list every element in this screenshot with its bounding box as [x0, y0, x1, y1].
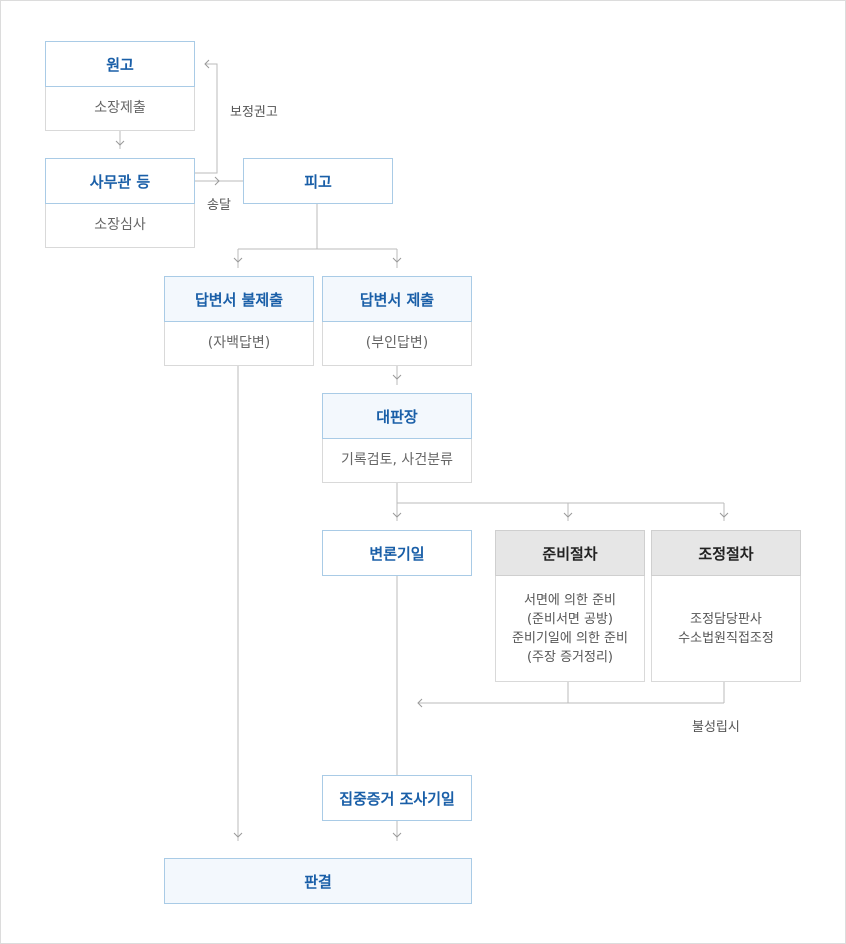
judge-box-desc: 기록검토, 사건분류	[322, 439, 472, 483]
correction-label: 보정권고	[230, 105, 278, 120]
judgment-box-title: 판결	[164, 858, 472, 904]
chevron-down-icon	[392, 374, 402, 380]
prep-desc-line: (준비서면 공방)	[526, 611, 614, 627]
connector-correction-loop	[195, 63, 218, 174]
chevron-down-icon	[392, 832, 402, 838]
chevron-down-icon	[563, 512, 573, 518]
chevron-down-icon	[233, 257, 243, 263]
chevron-down-icon	[392, 257, 402, 263]
clerk-box-title: 사무관 등	[45, 158, 195, 204]
pleading-box-title: 변론기일	[322, 530, 472, 576]
mediation-box-title: 조정절차	[651, 530, 801, 576]
evidence-box-title: 집중증거 조사기일	[322, 775, 472, 821]
chevron-down-icon	[115, 140, 125, 146]
answer-box-title: 답변서 제출	[322, 276, 472, 322]
no-answer-box-desc: (자백답변)	[164, 322, 314, 366]
mediation-desc-line: 조정담당판사	[690, 611, 762, 627]
prep-box-desc: 서면에 의한 준비 (준비서면 공방) 준비기일에 의한 준비 (주장 증거정리…	[495, 576, 645, 682]
chevron-down-icon	[719, 512, 729, 518]
chevron-down-icon	[392, 512, 402, 518]
delivery-label: 송달	[207, 198, 231, 213]
mediation-box-desc: 조정담당판사 수소법원직접조정	[651, 576, 801, 682]
prep-desc-line: 서면에 의한 준비	[524, 592, 616, 608]
prep-desc-line: (주장 증거정리)	[526, 649, 614, 665]
judge-box-title: 대판장	[322, 393, 472, 439]
chevron-left-icon	[417, 698, 423, 708]
chevron-left-icon	[204, 59, 210, 69]
defendant-box-title: 피고	[243, 158, 393, 204]
plaintiff-box-title: 원고	[45, 41, 195, 87]
mediation-desc-line: 수소법원직접조정	[678, 630, 774, 646]
chevron-right-icon	[214, 176, 220, 186]
plaintiff-box-desc: 소장제출	[45, 87, 195, 131]
clerk-box-desc: 소장심사	[45, 204, 195, 248]
no-answer-box-title: 답변서 불제출	[164, 276, 314, 322]
prep-desc-line: 준비기일에 의한 준비	[512, 630, 628, 646]
answer-box-desc: (부인답변)	[322, 322, 472, 366]
failed-label: 불성립시	[692, 720, 740, 735]
prep-box-title: 준비절차	[495, 530, 645, 576]
chevron-down-icon	[233, 832, 243, 838]
